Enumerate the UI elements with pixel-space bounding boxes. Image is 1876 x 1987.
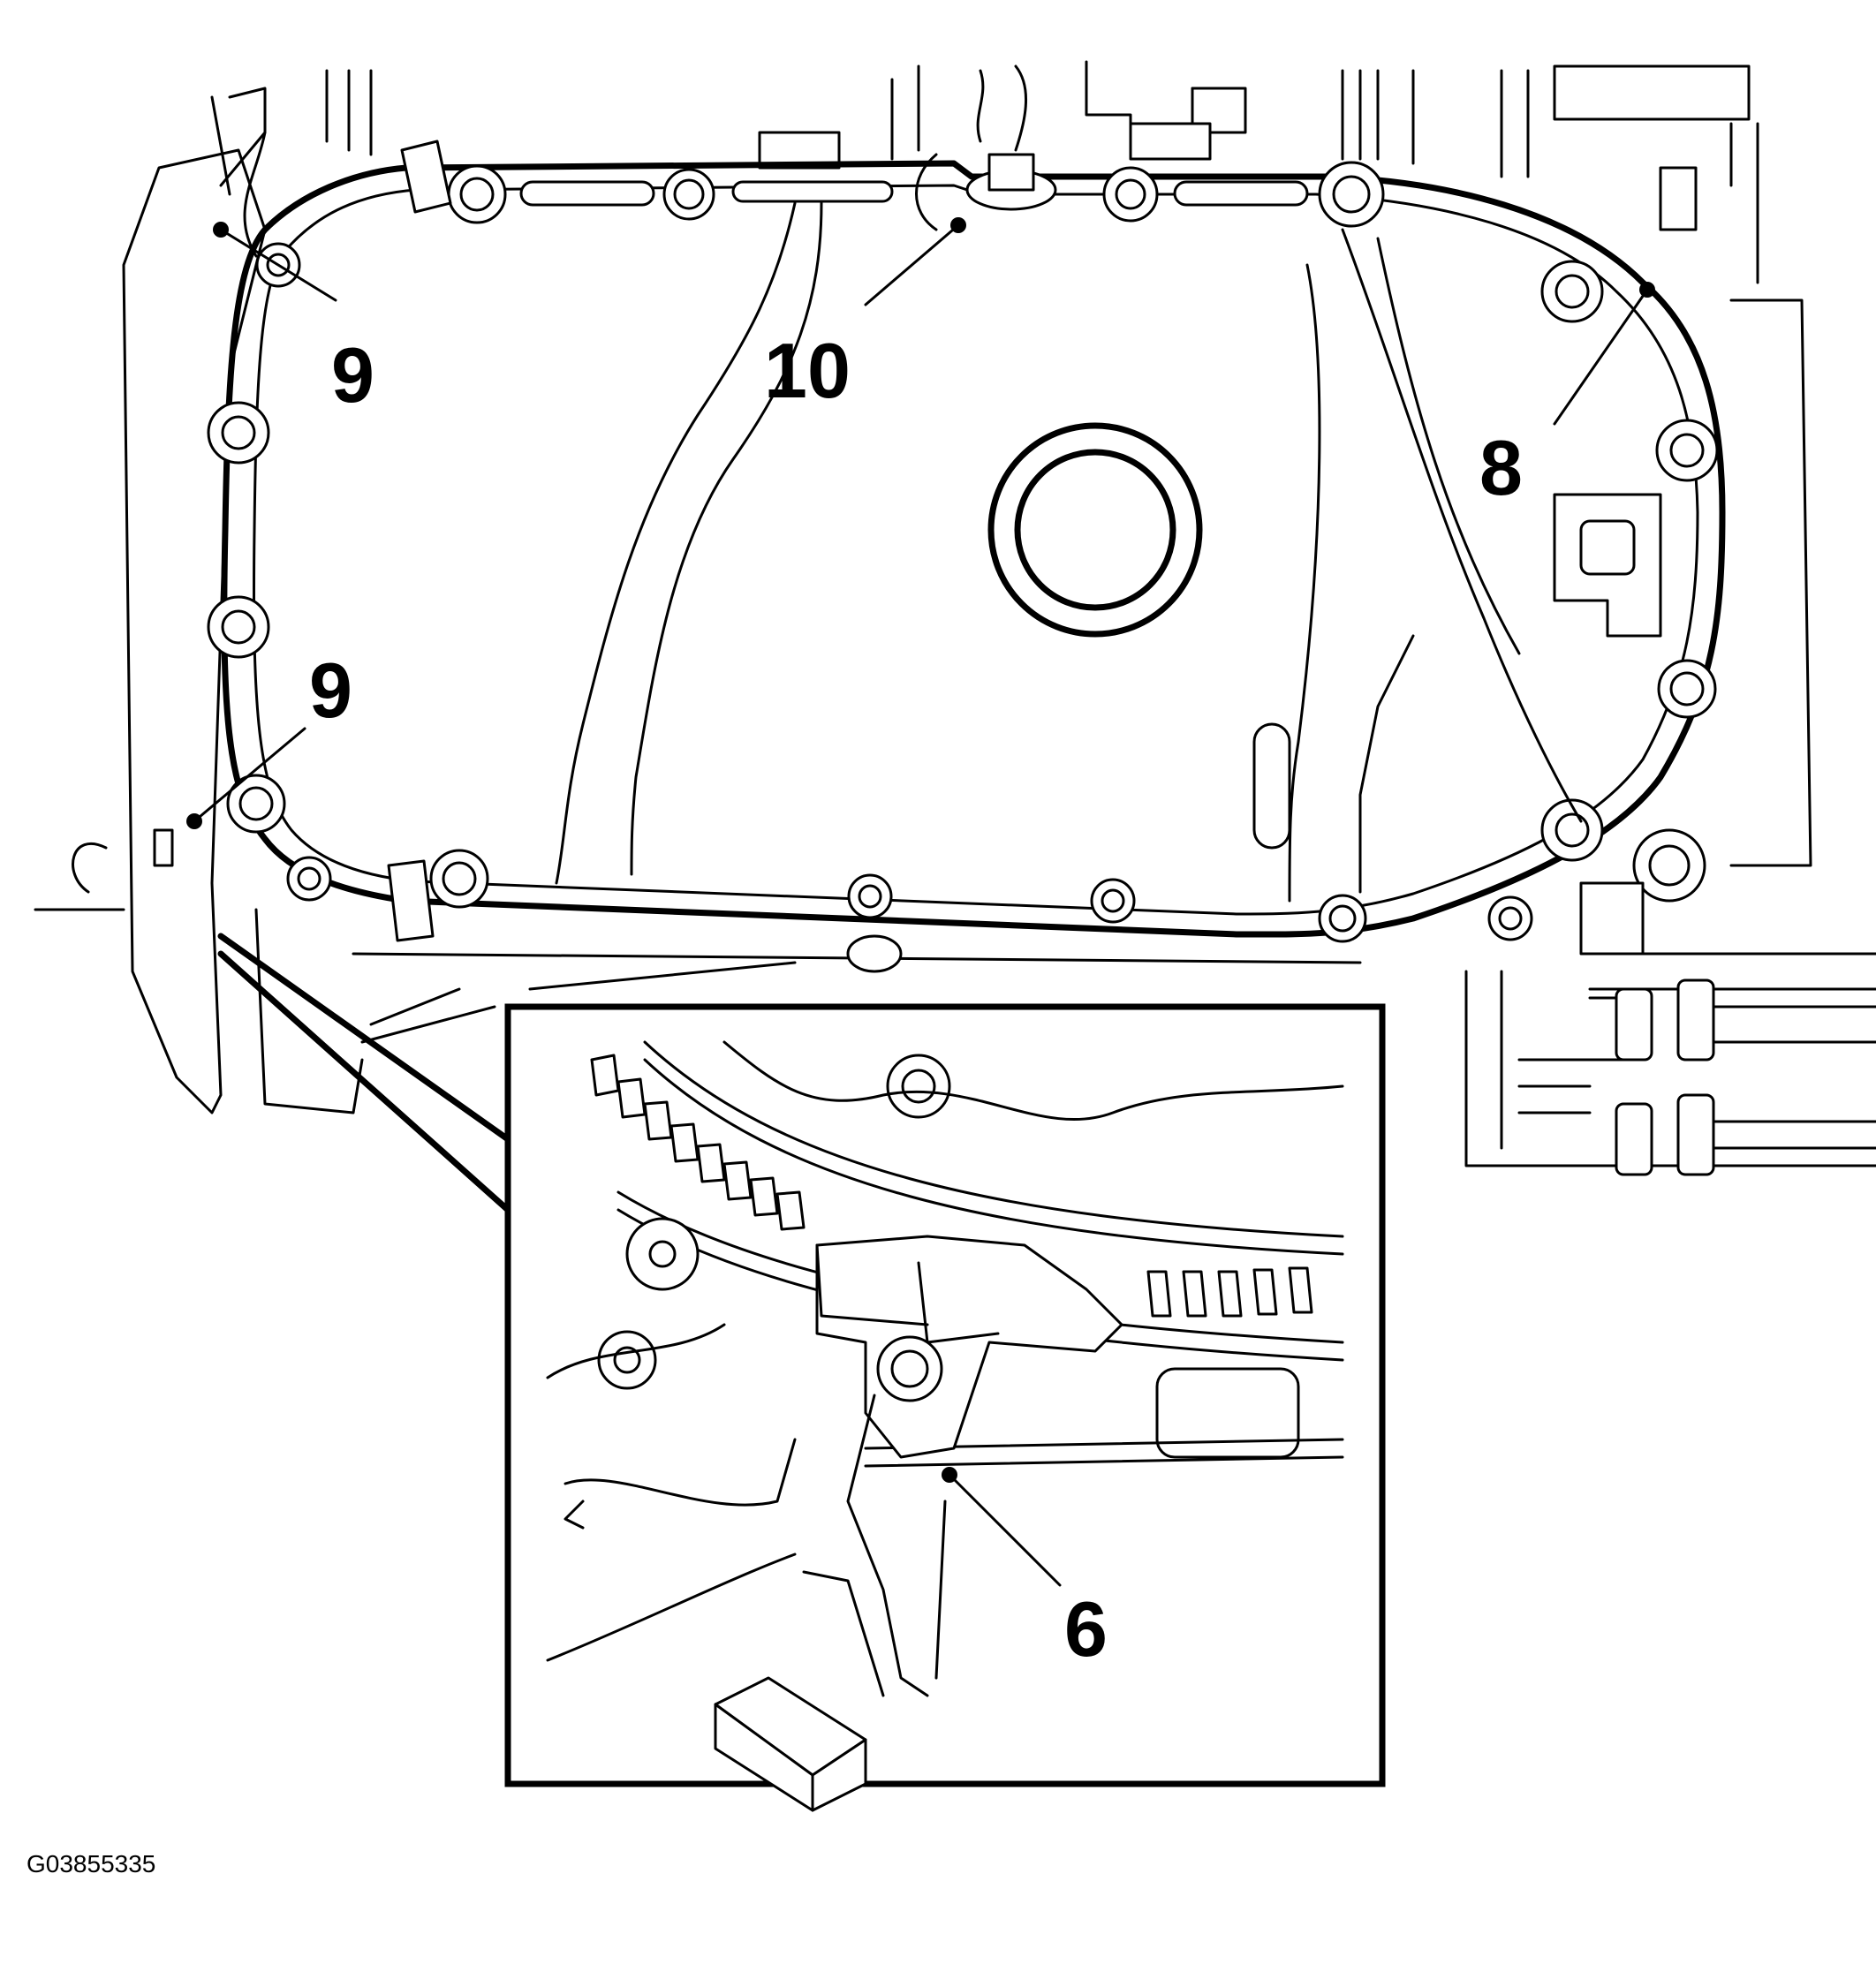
engine-upper-components xyxy=(210,60,1759,284)
oil-pan xyxy=(207,140,1726,943)
callout-9-top: 9 xyxy=(331,331,374,419)
transmission-housing-left xyxy=(34,87,364,1114)
drain-plug-boss xyxy=(987,422,1203,638)
flywheel-locking-tool xyxy=(714,1235,1123,1812)
lower-background xyxy=(352,934,1362,1044)
zoom-leader-lines xyxy=(217,933,511,1213)
callout-6: 6 xyxy=(1064,1585,1108,1673)
top-center-bolt xyxy=(915,153,1057,231)
callout-10: 10 xyxy=(764,327,851,414)
callout-leaders xyxy=(186,217,1655,1587)
pan-bolts xyxy=(207,161,1719,943)
ring-gear-teeth xyxy=(590,1054,1313,1318)
flywheel-locking-tool-inset xyxy=(504,1003,1386,1812)
callout-9-bottom: 9 xyxy=(309,646,352,734)
callout-8: 8 xyxy=(1479,424,1523,511)
right-side-hoses xyxy=(1464,298,1876,1176)
figure-id: G03855335 xyxy=(26,1850,155,1877)
